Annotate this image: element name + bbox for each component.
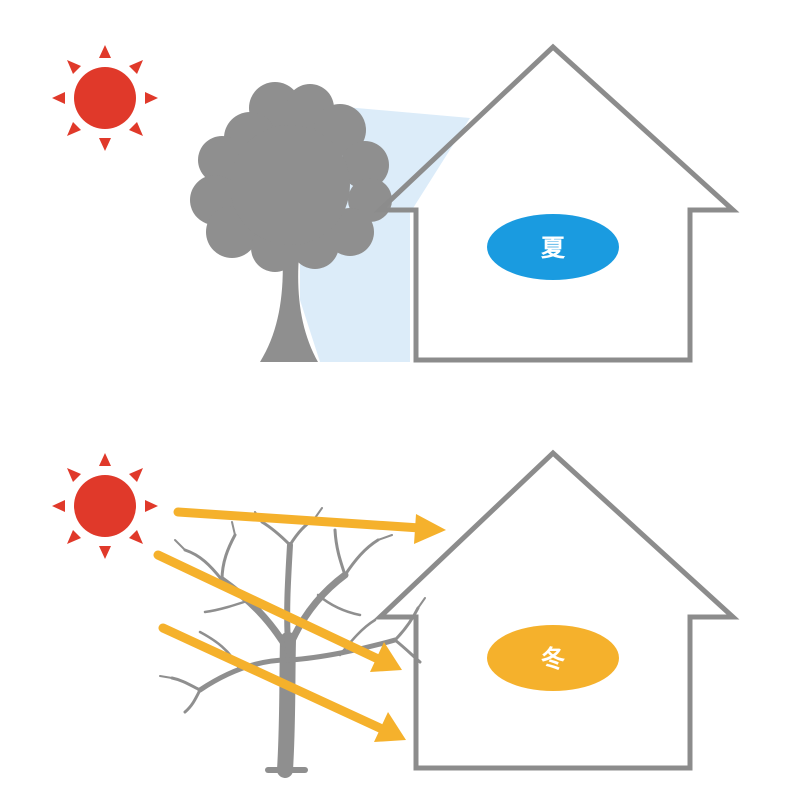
house-outline-icon [373, 43, 740, 363]
winter-season-badge: 冬 [487, 625, 619, 691]
winter-panel: 冬 [52, 449, 740, 778]
summer-season-label: 夏 [541, 234, 566, 262]
sun-icon [52, 453, 158, 559]
sunlight-arrow [158, 623, 406, 742]
summer-panel: 夏 [52, 43, 740, 363]
sun-icon [52, 45, 158, 151]
sunlight-arrows [153, 507, 446, 742]
sunlight-arrow [173, 507, 446, 544]
summer-season-badge: 夏 [487, 214, 619, 280]
winter-season-label: 冬 [541, 645, 565, 673]
house-outline-icon [373, 449, 740, 771]
sunlight-arrow [153, 550, 402, 672]
